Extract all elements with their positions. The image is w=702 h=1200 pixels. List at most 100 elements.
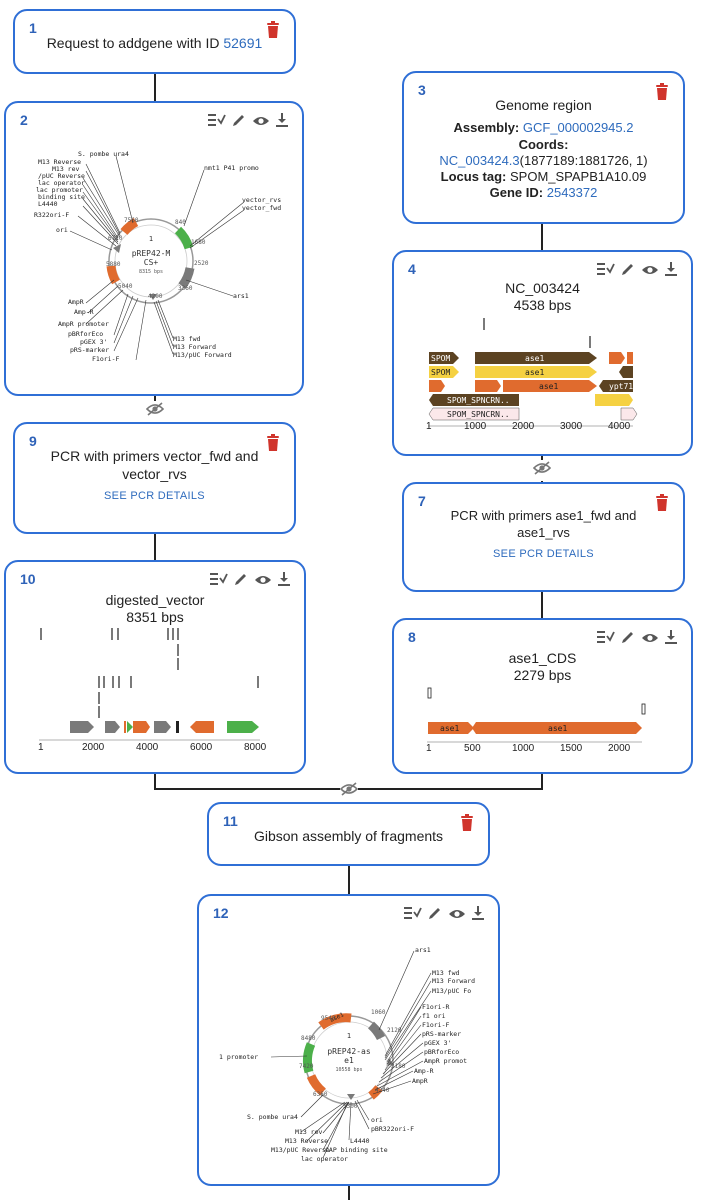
feature-arrow [70,721,94,733]
feature-label: SPOM_SPNCRN.. [447,396,510,405]
feature-label: pGEX 3' [424,1039,451,1047]
select-fragment-icon[interactable] [208,113,226,132]
axis-tick: 500 [464,743,481,754]
feature-label: ars1 [233,292,249,300]
download-icon[interactable] [278,572,290,591]
feature-label: SPOM_SPNCRN.. [447,410,510,419]
plasmid-name: pREP42-M [132,249,171,258]
select-fragment-icon[interactable] [597,630,615,649]
select-fragment-icon[interactable] [210,572,228,591]
feature-label: F1ori-R [422,1003,449,1011]
tick-label: 6360 [313,1091,328,1098]
feature-arc-ase1 [318,1013,352,1030]
feature-label: lac promoter [36,186,83,194]
feature-labels: S. pombe ura4 M13 Reverse M13 rev /pUC R… [34,150,281,363]
linear-map[interactable]: SPOM ase1 SPOM ase1 ase1 ypt71 SPOM_SPNC… [427,314,657,434]
node-2-plasmid[interactable]: 2 1 840 7560 6720 1680 2520 5880 3360 50… [4,101,304,396]
axis-labels: 1 1000 2000 3000 4000 [424,421,664,435]
plasmid-size: 8315 bps [139,269,163,275]
node-toolbar [208,113,288,132]
linear-map[interactable]: ase1 ase1 [426,684,666,754]
locus-value: SPOM_SPAPB1A10.09 [510,169,647,184]
addgene-id-link[interactable]: 52691 [223,35,263,51]
download-icon[interactable] [276,113,288,132]
coords-link[interactable]: NC_003424.3 [439,153,520,168]
feature-label: AmpR promot [424,1057,467,1065]
axis-tick: 2000 [608,743,631,754]
request-text: Request to addgene with ID [46,35,224,51]
eye-icon[interactable] [641,631,659,649]
eye-icon[interactable] [448,907,466,925]
feature-arc-ura4 [306,1074,327,1096]
gene-id-link[interactable]: 2543372 [546,185,598,200]
trash-icon[interactable] [266,21,280,43]
download-icon[interactable] [472,906,484,925]
connector-12-down [348,1186,350,1200]
feature-label: S. pombe ura4 [78,150,129,158]
node-3-genome-region[interactable]: 3 Genome region Assembly: GCF_000002945.… [402,71,685,224]
axis-tick: 1 [426,421,432,432]
plasmid-map[interactable]: ase1 1 1060 2120 3180 4240 5300 6360 742… [201,940,500,1180]
assembly-link[interactable]: GCF_000002945.2 [522,120,634,135]
feature-label: vector_fwd [242,204,281,212]
node-toolbar [597,262,677,281]
download-icon[interactable] [665,630,677,649]
see-pcr-details-link[interactable]: SEE PCR DETAILS [493,548,594,560]
gene-row: Gene ID: 2543372 [404,184,683,201]
trash-icon[interactable] [655,494,669,516]
node-1-addgene-request[interactable]: 1 Request to addgene with ID 52691 [13,9,296,74]
node-number: 4 [408,261,416,277]
gibson-title: Gibson assembly of fragments [253,828,444,844]
feature-label: M13/pUC Forward [173,351,232,359]
edit-icon[interactable] [232,113,246,132]
feature-label: ori [56,226,68,234]
trash-icon[interactable] [655,83,669,105]
node-title: Request to addgene with ID 52691 [15,35,294,51]
tick-label: 2520 [194,260,209,267]
feature-label: M13 fwd [173,335,200,343]
connector-8-down [541,774,543,789]
tick-label: 8480 [301,1035,316,1042]
edit-icon[interactable] [621,262,635,281]
eye-icon[interactable] [641,263,659,281]
trash-icon[interactable] [266,434,280,456]
edit-icon[interactable] [428,906,442,925]
eye-icon[interactable] [254,573,272,591]
edit-icon[interactable] [621,630,635,649]
feature-spom [429,352,459,364]
see-pcr-details-link[interactable]: SEE PCR DETAILS [104,490,205,502]
feature-label: M13 fwd [432,969,459,977]
node-7-pcr[interactable]: 7 PCR with primers ase1_fwd and ase1_rvs… [402,482,685,592]
feature-ase1-mrna [475,366,597,378]
node-9-pcr[interactable]: 9 PCR with primers vector_fwd and vector… [13,422,296,534]
node-10-digested-vector[interactable]: 10 digested_vector 8351 bps 1 2000 4000 … [4,560,306,774]
coords-row: NC_003424.3(1877189:1881726, 1) [404,152,683,169]
download-icon[interactable] [665,262,677,281]
node-8-ase1-cds[interactable]: 8 ase1_CDS 2279 bps ase1 ase1 1 500 1000… [392,618,693,774]
plasmid-map[interactable]: 1 840 7560 6720 1680 2520 5880 3360 5040… [8,148,304,393]
node-number: 2 [20,112,28,128]
node-12-plasmid[interactable]: 12 ase1 1 1060 2120 3180 4240 5300 6360 … [197,894,500,1186]
tick-label: 5040 [118,283,133,290]
eye-icon[interactable] [252,114,270,132]
eye-slash-icon[interactable] [145,401,165,422]
axis-tick: 4000 [608,421,631,432]
node-11-gibson[interactable]: 11 Gibson assembly of fragments [207,802,490,866]
select-fragment-icon[interactable] [597,262,615,281]
select-fragment-icon[interactable] [404,906,422,925]
eye-slash-icon[interactable] [532,460,552,481]
feature-arc-ura4 [120,218,139,235]
eye-slash-icon[interactable] [339,781,359,802]
feature-label: M13 rev [295,1128,322,1136]
feature-label: ars1 [415,946,431,954]
feature-arc-nmt1 [303,1042,316,1074]
connector-7-8 [541,592,543,618]
axis-tick: 4000 [136,742,159,753]
pcr-title-line2: vector_rvs [122,466,187,482]
edit-icon[interactable] [234,572,248,591]
node-toolbar [404,906,484,925]
node-4-sequence[interactable]: 4 NC_003424 4538 bps SPOM ase1 SPOM ase1… [392,250,693,456]
linear-map[interactable] [38,624,278,744]
trash-icon[interactable] [460,814,474,836]
connector-1-2 [154,74,156,101]
